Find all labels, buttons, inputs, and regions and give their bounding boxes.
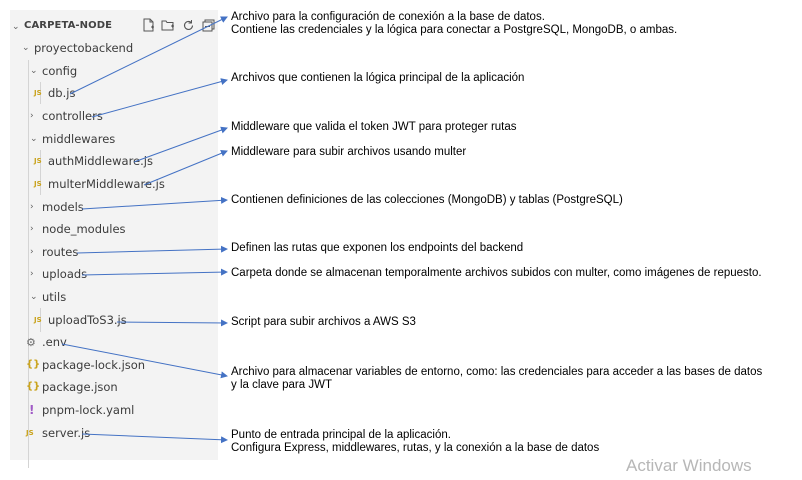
tree-item-label: pnpm-lock.yaml <box>42 403 135 417</box>
activate-windows-watermark: Activar Windows <box>626 456 752 475</box>
annotation-db-js: Archivo para la configuración de conexió… <box>231 11 677 37</box>
tree-item-label: uploadToS3.js <box>48 313 127 327</box>
tree-item-label: uploads <box>42 267 88 281</box>
annotation-line: Archivo para la configuración de conexió… <box>231 11 545 23</box>
js-file-icon: JS <box>34 89 42 97</box>
indent-guide <box>40 150 41 195</box>
tree-item-label: .env <box>42 335 67 349</box>
yaml-file-icon: ! <box>29 403 35 417</box>
annotation-server-js: Punto de entrada principal de la aplicac… <box>231 429 599 455</box>
refresh-icon[interactable] <box>180 16 196 34</box>
tree-item-label: package-lock.json <box>42 358 146 372</box>
chevron-right-icon: › <box>30 247 34 257</box>
collapse-all-icon[interactable] <box>200 16 216 34</box>
annotation-line: Contiene las credenciales y la lógica pa… <box>231 24 678 36</box>
js-file-icon: JS <box>34 180 42 188</box>
tree-item-label: proyectobackend <box>34 41 134 55</box>
annotation-uploads: Carpeta donde se almacenan temporalmente… <box>231 267 762 279</box>
tree-item-label: controllers <box>42 109 103 123</box>
annotation-line: Punto de entrada principal de la aplicac… <box>231 429 451 441</box>
chevron-down-icon: ⌄ <box>30 292 38 302</box>
js-file-icon: JS <box>34 316 42 324</box>
chevron-down-icon[interactable]: ⌄ <box>12 22 20 32</box>
tree-item-label: config <box>42 64 78 78</box>
new-folder-icon[interactable] <box>160 16 176 34</box>
chevron-down-icon: ⌄ <box>22 43 30 53</box>
indent-guide <box>40 308 41 332</box>
tree-item-label: server.js <box>42 426 91 440</box>
tree-item-label: authMiddleware.js <box>48 154 153 168</box>
annotation-routes: Definen las rutas que exponen los endpoi… <box>231 242 524 254</box>
chevron-right-icon: › <box>30 224 34 234</box>
new-file-icon[interactable] <box>140 16 156 34</box>
annotation-env: Archivo para almacenar variables de ento… <box>231 366 762 392</box>
annotation-line: Archivo para almacenar variables de ento… <box>231 366 763 378</box>
gear-icon: ⚙ <box>26 336 36 349</box>
js-file-icon: JS <box>26 429 34 437</box>
tree-item-label: middlewares <box>42 132 116 146</box>
tree-item-label: node_modules <box>42 222 126 236</box>
annotation-controllers: Archivos que contienen la lógica princip… <box>231 72 525 84</box>
indent-guide <box>28 60 29 468</box>
tree-item-label: utils <box>42 290 67 304</box>
js-file-icon: JS <box>34 157 42 165</box>
tree-item-label: routes <box>42 245 79 259</box>
explorer-header: ⌄ CARPETA-NODE <box>10 16 218 38</box>
tree-item-label: package.json <box>42 380 118 394</box>
tree-item-label: db.js <box>48 86 76 100</box>
indent-guide <box>40 82 41 104</box>
tree-item-label: multerMiddleware.js <box>48 177 165 191</box>
file-explorer-panel: ⌄ CARPETA-NODE ⌄ proyectobackend ⌄ confi… <box>10 10 218 468</box>
chevron-right-icon: › <box>30 269 34 279</box>
tree-item-label: models <box>42 200 84 214</box>
chevron-down-icon: ⌄ <box>30 134 38 144</box>
annotation-uploadtos3: Script para subir archivos a AWS S3 <box>231 316 416 328</box>
explorer-title: CARPETA-NODE <box>24 20 113 31</box>
annotation-multermiddleware: Middleware para subir archivos usando mu… <box>231 146 467 158</box>
chevron-right-icon: › <box>30 202 34 212</box>
annotation-line: y la clave para JWT <box>231 379 332 391</box>
annotation-authmiddleware: Middleware que valida el token JWT para … <box>231 121 517 133</box>
json-file-icon: {} <box>26 381 41 392</box>
json-file-icon: {} <box>26 359 41 370</box>
annotation-models: Contienen definiciones de las coleccione… <box>231 194 623 206</box>
chevron-down-icon: ⌄ <box>30 66 38 76</box>
chevron-right-icon: › <box>30 111 34 121</box>
annotation-line: Configura Express, middlewares, rutas, y… <box>231 442 600 454</box>
